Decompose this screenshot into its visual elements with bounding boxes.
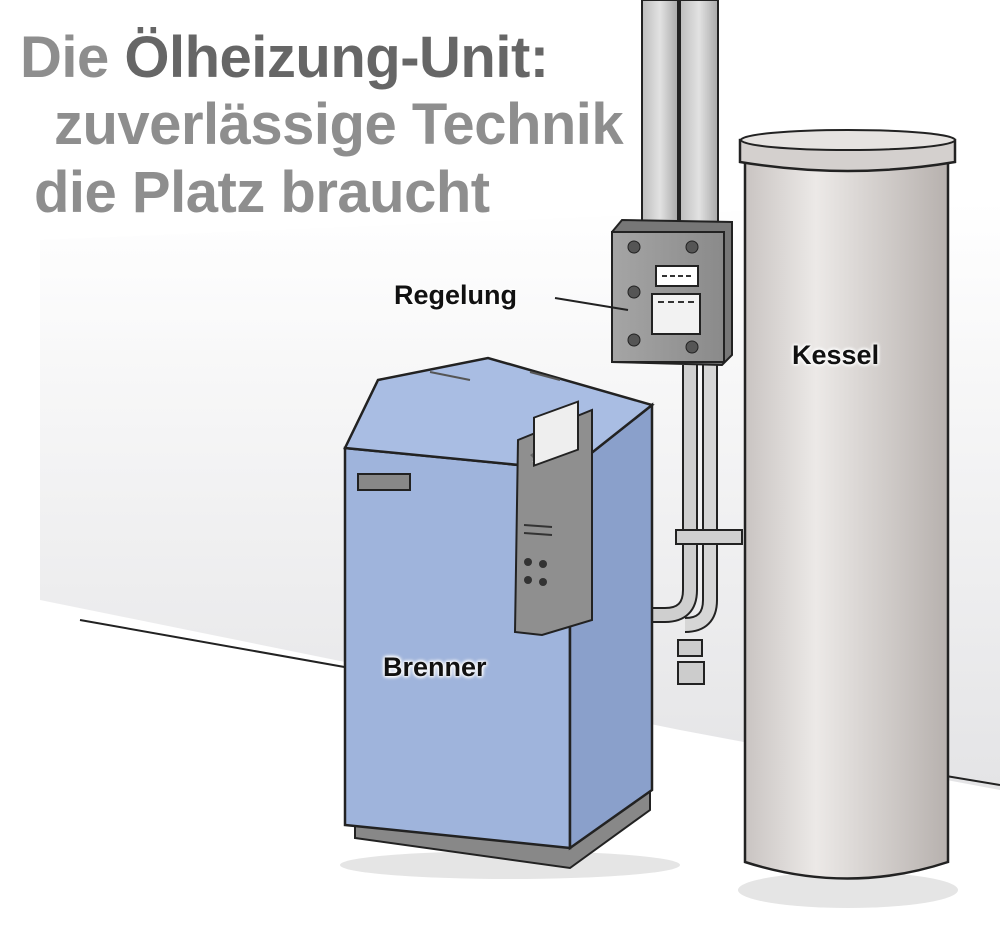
pipe [679, 0, 719, 226]
label-kessel: Kessel [792, 340, 880, 370]
pipe [650, 365, 696, 621]
label-regelung: Regelung [394, 280, 518, 310]
control-leader-line [554, 297, 629, 311]
pipe-stub [677, 639, 703, 657]
tank [738, 129, 958, 908]
title-highlight: Ölheizung-Unit: [124, 25, 549, 90]
pipe [675, 529, 743, 545]
burner-unit [340, 356, 680, 879]
label-brenner: Brenner [383, 652, 487, 682]
floor-line [79, 619, 351, 669]
title-prefix: Die [20, 25, 109, 90]
title-line-1: Die Ölheizung-Unit: [20, 28, 549, 88]
control-box [611, 218, 733, 367]
title-line-3: die Platz braucht [34, 160, 490, 225]
pipe-stub [677, 661, 705, 685]
floor-line [939, 774, 1000, 786]
pipe [641, 0, 679, 226]
title-line-2: zuverlässige Technik [54, 92, 624, 157]
pipe [684, 365, 716, 631]
